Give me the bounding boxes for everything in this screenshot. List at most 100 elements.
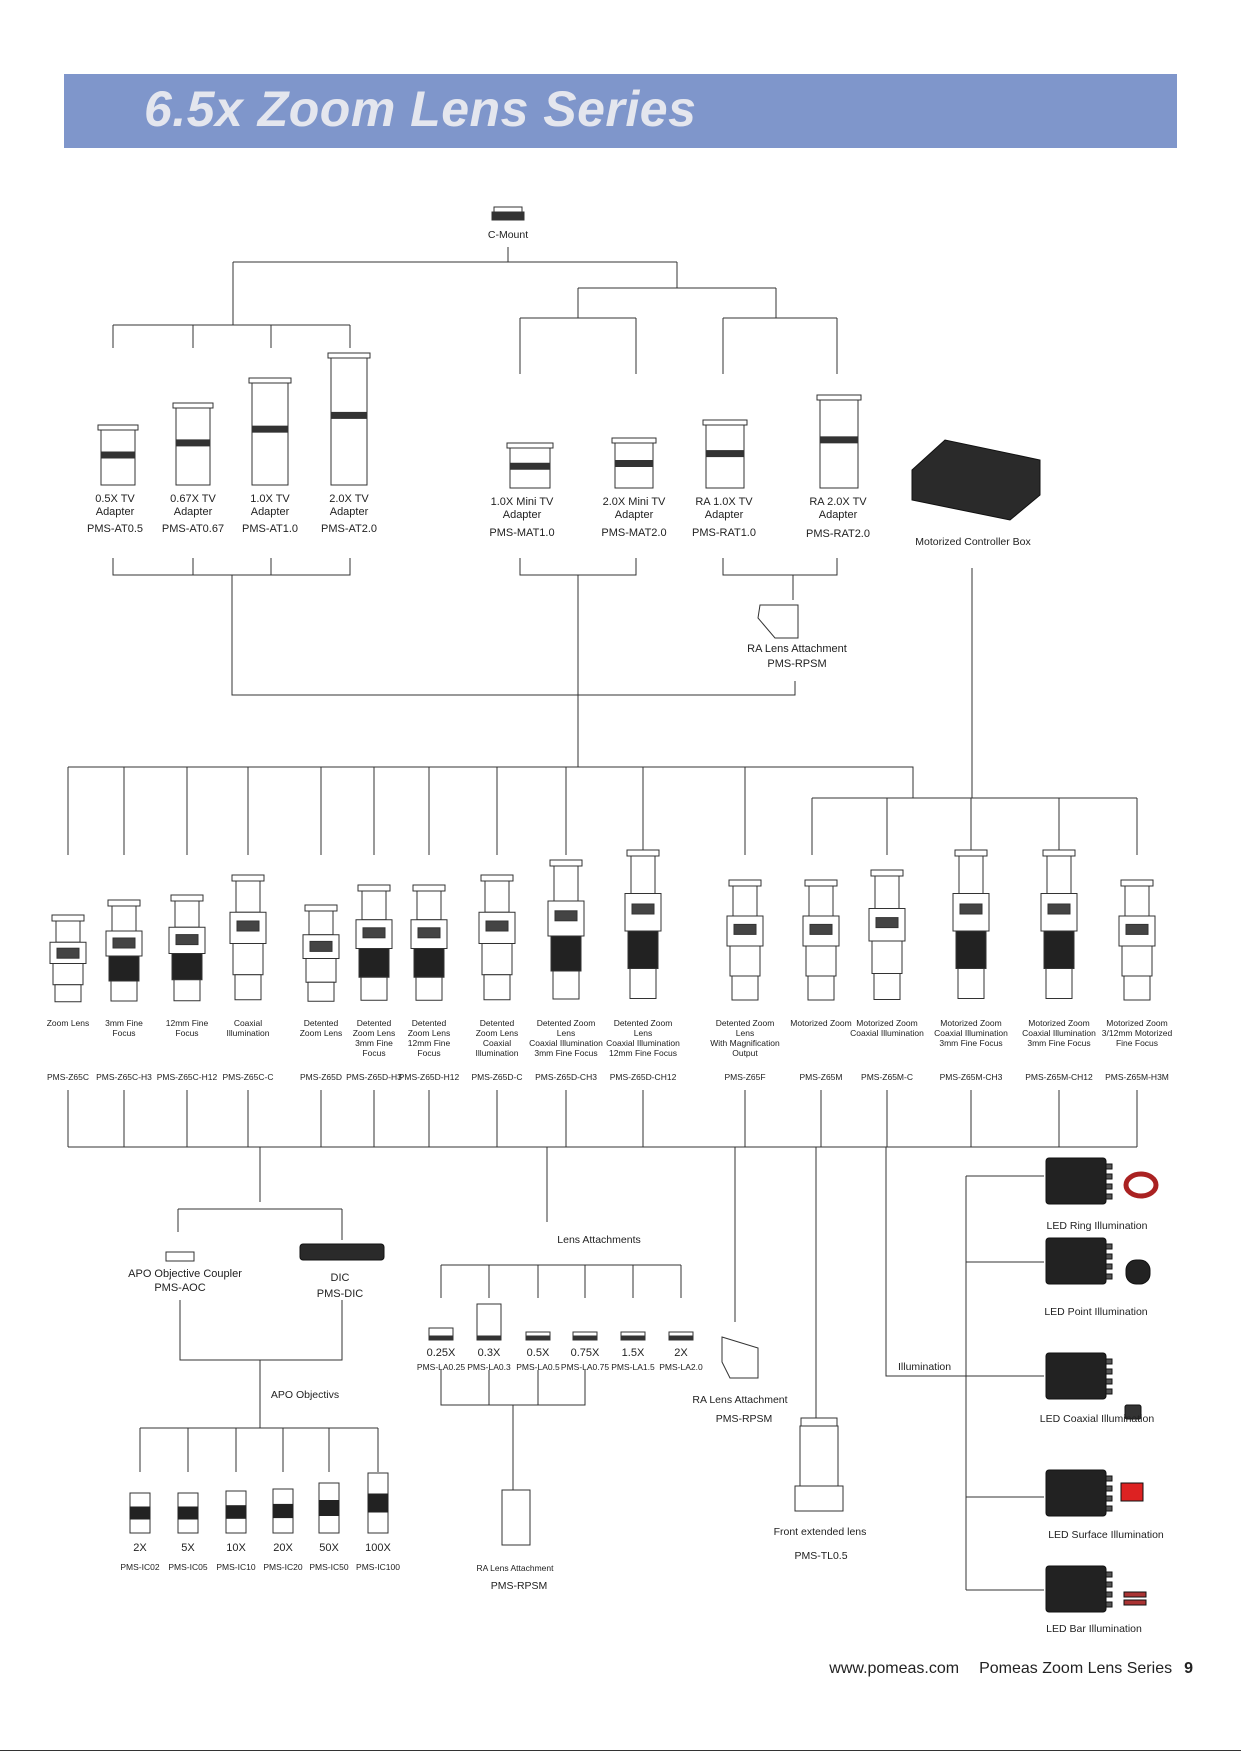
led-controller-knob: [1105, 1263, 1113, 1270]
zoom-lens-icon-16: [1123, 975, 1151, 1001]
dic-icon: [299, 1243, 385, 1261]
zoom-lens-icon-8: [484, 880, 510, 913]
zoom-lens-desc: Detented Zoom Lens Coaxial Illumination …: [606, 1018, 680, 1058]
zoom-lens-icon-5: [307, 981, 335, 1002]
adapter-at10-icon: [251, 382, 289, 486]
zoom-lens-code: PMS-Z65M-H3M: [1105, 1072, 1169, 1082]
led-controller-icon-5: [1045, 1565, 1107, 1613]
mat20-code: PMS-MAT2.0: [601, 527, 667, 539]
lens-attachment-mag: 0.25X: [426, 1347, 456, 1359]
objective-mag: 50X: [319, 1542, 339, 1554]
zoom-lens-code: PMS-Z65M-CH3: [939, 1072, 1003, 1082]
connector-line: [179, 1300, 343, 1361]
zoom-lens-icon-2: [110, 980, 138, 1002]
zoom-lens-icon-4: [231, 874, 265, 882]
objective-code: PMS-IC20: [263, 1562, 303, 1572]
lens-attachment-icon-1: [428, 1335, 454, 1341]
controller-label: Motorized Controller Box: [915, 536, 1031, 548]
zoom-lens-icon-9: [553, 865, 579, 902]
c-mount-icon: [493, 206, 523, 213]
zoom-lens-code: PMS-Z65M: [799, 1072, 843, 1082]
adapter-at067-icon: [175, 439, 211, 447]
at20-code: PMS-AT2.0: [320, 523, 378, 535]
ra-adapter-rat10-icon: [705, 450, 745, 458]
zoom-lens-desc: Detented Zoom Lens: [299, 1018, 343, 1038]
led-controller-icon-1: [1045, 1157, 1107, 1205]
zoom-lens-code: PMS-Z65D-H12: [398, 1072, 460, 1082]
lens-attachment-code: PMS-LA0.5: [516, 1362, 560, 1372]
zoom-lens-code: PMS-Z65D-C: [471, 1072, 523, 1082]
ra-top-code: PMS-RPSM: [767, 658, 827, 670]
footer-url[interactable]: www.pomeas.com: [829, 1660, 960, 1677]
zoom-lens-code: PMS-Z65D-CH3: [535, 1072, 597, 1082]
at10-name: 1.0X TV Adapter: [250, 493, 290, 518]
led-controller-icon-2: [1045, 1237, 1107, 1285]
zoom-lens-desc: Motorized Zoom Coaxial Illumination 3mm …: [934, 1018, 1008, 1048]
ra-lens-attachment-icon: [721, 1336, 759, 1379]
zoom-lens-icon-6: [358, 948, 390, 978]
zoom-lens-icon-3: [170, 894, 204, 902]
dic-name: DIC: [330, 1272, 350, 1284]
led-controller-knob: [1105, 1495, 1113, 1502]
bar-light-icon: [1123, 1599, 1147, 1606]
led-controller-knob: [1105, 1581, 1113, 1588]
lens-attachments-label: Lens Attachments: [557, 1234, 641, 1246]
lens-attachment-code: PMS-LA0.75: [560, 1362, 610, 1372]
zoom-lens-icon-7: [415, 976, 443, 1001]
adapter-at20-icon: [330, 357, 368, 486]
mat10-code: PMS-MAT1.0: [489, 527, 555, 539]
objective-code: PMS-IC50: [309, 1562, 349, 1572]
led-controller-icon-3: [1045, 1352, 1107, 1400]
rat20-code: PMS-RAT2.0: [806, 528, 870, 540]
zoom-lens-icon-16: [1121, 945, 1153, 977]
zoom-lens-icon-12: [808, 885, 834, 917]
zoom-lens-icon-3: [175, 934, 199, 946]
led-controller-knob: [1105, 1591, 1113, 1598]
rat10-code: PMS-RAT1.0: [692, 527, 756, 539]
zoom-lens-icon-5: [305, 958, 337, 983]
lens-attachment-mag: 2X: [674, 1347, 688, 1359]
mat10-name: 1.0X Mini TV Adapter: [490, 496, 554, 521]
at067-name: 0.67X TV Adapter: [170, 493, 216, 518]
connector-line: [519, 558, 637, 576]
zoom-lens-icon-1: [51, 914, 85, 922]
page-number: 9: [1184, 1660, 1193, 1677]
at067-code: PMS-AT0.67: [161, 523, 225, 535]
zoom-lens-desc: Motorized Zoom Coaxial Illumination 3mm …: [1022, 1018, 1096, 1048]
adapter-at05-icon: [97, 424, 139, 431]
objective-code: PMS-IC02: [120, 1562, 160, 1572]
lens-attachment-icon-3: [525, 1335, 551, 1341]
at05-code: PMS-AT0.5: [86, 523, 144, 535]
zoom-lens-icon-15: [1045, 968, 1073, 999]
zoom-lens-icon-9: [550, 935, 582, 972]
adapter-at067-icon: [172, 402, 214, 409]
page-title: 6.5x Zoom Lens Series: [144, 81, 697, 137]
c-mount-icon: [491, 211, 525, 221]
objective-icon-1: [129, 1506, 151, 1520]
lens-attachment-code: PMS-LA1.5: [611, 1362, 655, 1372]
zoom-lens-icon-12: [804, 879, 838, 887]
illumination-label: Illumination: [898, 1361, 952, 1373]
at05-name: 0.5X TV Adapter: [95, 493, 135, 518]
objective-icon-2: [177, 1506, 199, 1520]
apo-objectives-label: APO Objectivs: [270, 1389, 340, 1401]
adapter-at067-icon: [175, 407, 211, 486]
led-controller-knob: [1105, 1253, 1113, 1260]
mini-adapter-mat20-icon: [614, 460, 654, 467]
ra-adapter-rat20-icon: [819, 436, 859, 444]
led-controller-knob: [1105, 1485, 1113, 1492]
led-controller-icon-4: [1045, 1469, 1107, 1517]
rat10-name: RA 1.0X TV Adapter: [695, 496, 753, 521]
zoom-lens-icon-13: [870, 869, 904, 877]
zoom-lens-icon-12: [809, 923, 833, 935]
zoom-lens-icon-7: [413, 948, 445, 978]
zoom-lens-icon-10: [627, 930, 659, 969]
mat20-name: 2.0X Mini TV Adapter: [602, 496, 666, 521]
lens-attachment-code: PMS-LA0.25: [416, 1362, 466, 1372]
led-controller-knob: [1105, 1358, 1113, 1365]
zoom-lens-code: PMS-Z65F: [724, 1072, 766, 1082]
ra-bot-name: RA Lens Attachment: [476, 1563, 554, 1573]
objective-icon-4: [272, 1503, 294, 1519]
zoom-lens-icon-14: [958, 855, 984, 894]
